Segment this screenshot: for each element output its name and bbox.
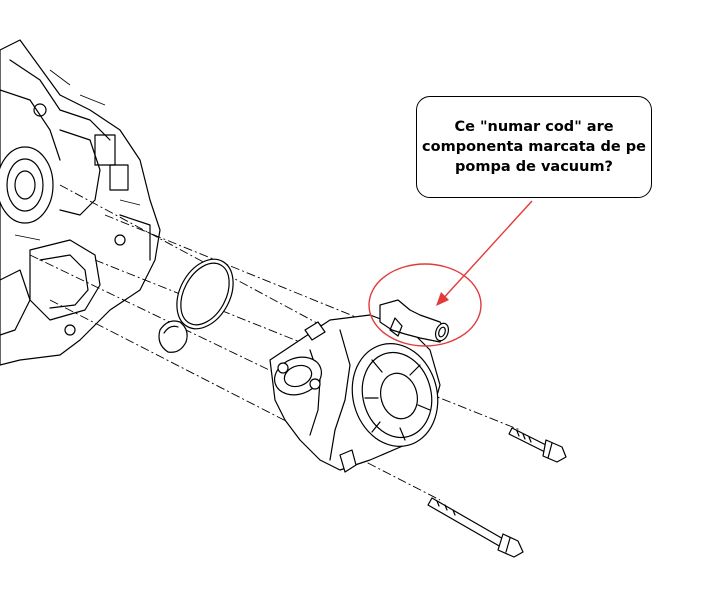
bolt-long [427, 497, 524, 558]
o-ring-seal [176, 258, 234, 330]
bolt-short [508, 427, 567, 463]
callout-arrow-head [436, 292, 449, 306]
callout-line-3: pompa de vacuum? [455, 159, 613, 175]
callout-arrow-line [439, 200, 533, 303]
callout-line-2: componenta marcata de pe [422, 139, 646, 155]
callout-text: Ce "numar cod" are componenta marcata de… [422, 117, 646, 177]
highlight-circle [368, 263, 482, 347]
engine-block [0, 39, 161, 366]
small-seal [158, 320, 188, 353]
callout-line-1: Ce "numar cod" are [454, 119, 614, 135]
vacuum-pump [269, 299, 450, 473]
question-callout: Ce "numar cod" are componenta marcata de… [416, 96, 652, 198]
highlight-annotation [368, 200, 533, 347]
